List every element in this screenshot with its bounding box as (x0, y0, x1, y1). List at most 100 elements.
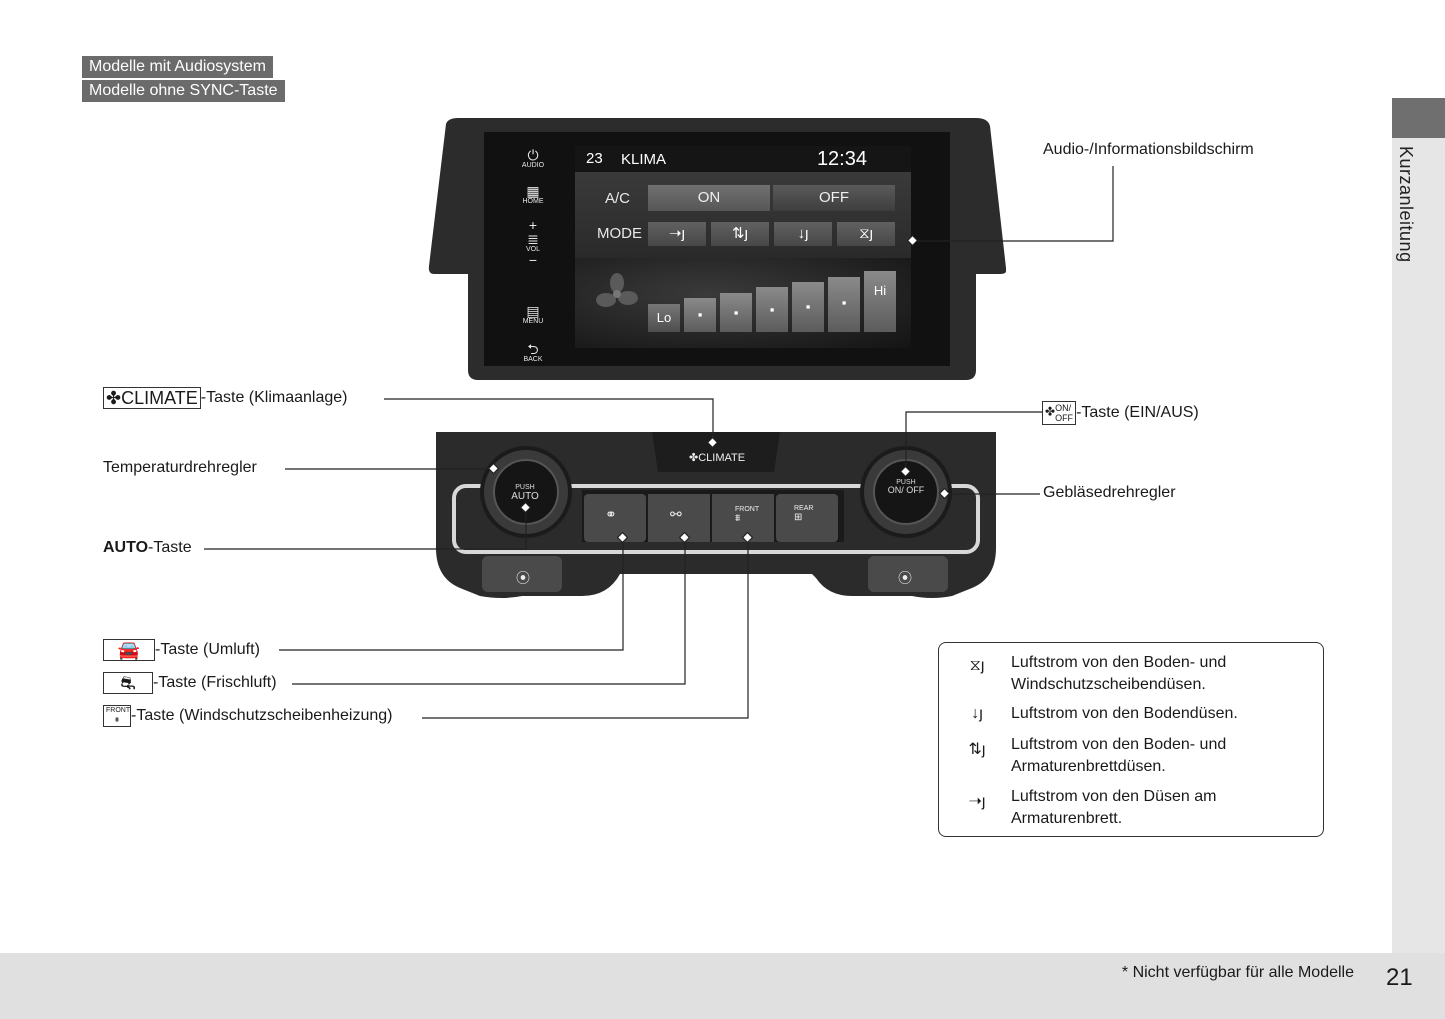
mode-floor-button[interactable]: ↓ȷ (774, 222, 832, 246)
legend-text: Armaturenbrettdüsen. (1011, 758, 1166, 775)
fresh-air-button[interactable]: ⚯ (670, 506, 682, 523)
home-button-label: HOME (522, 198, 544, 205)
back-button[interactable]: ⮌BACK (513, 342, 553, 363)
fan-level-hi[interactable]: Hi (864, 271, 896, 332)
fan-icon: ✤ (689, 452, 699, 464)
menu-button-label: MENU (522, 318, 544, 325)
legend-text: Windschutzscheibendüsen. (1011, 676, 1206, 693)
callout-auto-bold: AUTO (103, 539, 149, 556)
rear-defrost-button[interactable]: REAR⊞ (794, 505, 813, 523)
callout-audio-screen: Audio-/Informationsbildschirm (1043, 141, 1254, 158)
knob-push-label-right: PUSH (896, 479, 916, 486)
mode-floor-windshield-button[interactable]: ⧖ȷ (837, 222, 895, 246)
recirculation-icon: ⚭ (605, 506, 617, 522)
on-off-icon-on: ON/ (1055, 403, 1072, 413)
callout-fresh-air: ⛐-Taste (Frischluft) (103, 672, 277, 694)
volume-control[interactable]: +≣VOL− (513, 218, 553, 267)
mode-floor-dash-button[interactable]: ⇅ȷ (711, 222, 769, 246)
seat-heater-left-button[interactable]: ⦿ (516, 568, 530, 588)
fan-icon: ✤ (1045, 404, 1056, 419)
callout-defrost-text: -Taste (Windschutzscheibenheizung) (131, 707, 393, 725)
fan-level-3[interactable]: ▪ (720, 293, 752, 332)
power-icon: ⏻ (527, 147, 539, 163)
defrost-icon: ⩩ (115, 717, 119, 724)
screen-clock: 12:34 (816, 148, 867, 170)
screen-status-bar: 23 KLIMA 12:34 (575, 146, 911, 172)
callout-temperature-knob: Temperaturdrehregler (103, 459, 257, 476)
back-button-label: BACK (523, 356, 543, 363)
on-off-button-icon: ✤ON/OFF (1042, 401, 1077, 425)
climate-icon-text: CLIMATE (121, 388, 198, 408)
side-tab[interactable] (1392, 98, 1445, 138)
fan-level-lo[interactable]: Lo (648, 304, 680, 332)
fresh-air-icon: ⚯ (670, 506, 682, 522)
fan-level-4[interactable]: ▪ (756, 287, 788, 332)
page-number: 21 (1386, 964, 1413, 991)
callout-fresh-air-text: -Taste (Frischluft) (153, 674, 277, 692)
model-tag-audio: Modelle mit Audiosystem (82, 56, 273, 78)
model-tag-no-sync: Modelle ohne SYNC-Taste (82, 80, 285, 102)
front-defrost-icon: FRONT⩩ (103, 705, 131, 727)
dash-icon: ➝ȷ (968, 793, 986, 810)
on-off-button[interactable]: ON/ OFF (887, 485, 925, 495)
callout-recirculation: 🚘-Taste (Umluft) (103, 639, 260, 661)
callout-defrost: FRONT⩩-Taste (Windschutzscheibenheizung) (103, 705, 392, 727)
menu-button[interactable]: ▤MENU (513, 304, 553, 325)
fan-icon (596, 273, 638, 307)
screen-temp: 23 (586, 150, 603, 167)
audio-button[interactable]: ⏻AUDIO (513, 148, 553, 169)
recirculation-button[interactable]: ⚭ (605, 506, 617, 523)
climate-panel-button[interactable]: ✤CLIMATE (689, 451, 745, 464)
floor-windshield-icon: ⧖ȷ (969, 657, 985, 674)
plus-icon: + (528, 217, 538, 233)
footnote: * Nicht verfügbar für alle Modelle (1121, 964, 1354, 981)
callout-fan-knob: Gebläsedrehregler (1043, 484, 1176, 501)
screen-title: KLIMA (621, 151, 667, 168)
legend-text: Luftstrom von den Bodendüsen. (1011, 705, 1238, 722)
auto-button[interactable]: AUTO (511, 491, 539, 502)
page-footer (0, 953, 1445, 1019)
fan-level-5[interactable]: ▪ (792, 282, 824, 332)
legend-text: Luftstrom von den Boden- und (1011, 654, 1227, 671)
mode-label: MODE (597, 225, 642, 242)
legend-text: Armaturenbrett. (1011, 810, 1123, 827)
fan-level-6[interactable]: ▪ (828, 277, 860, 332)
seat-heater-icon: ⦿ (516, 570, 530, 586)
side-strip (1392, 138, 1445, 953)
front-defrost-button[interactable]: FRONT⩩ (735, 506, 759, 524)
climate-screen: 23 KLIMA 12:34 A/C ON OFF MODE ➝ȷ ⇅ȷ ↓ȷ … (575, 146, 911, 348)
front-defrost-label: FRONT (735, 506, 760, 513)
floor-windshield-icon: ⧖ȷ (859, 225, 873, 242)
callout-climate: ✤CLIMATE-Taste (Klimaanlage) (103, 387, 348, 409)
mode-dash-button[interactable]: ➝ȷ (648, 222, 706, 246)
legend-text: Luftstrom von den Boden- und (1011, 736, 1227, 753)
legend-item: Luftstrom von den Bodendüsen. (1011, 703, 1238, 725)
volume-bar-icon: ≣ (527, 231, 539, 247)
on-off-icon-off: OFF (1055, 413, 1074, 423)
seat-heater-icon: ⦿ (898, 570, 912, 586)
climate-panel-label: CLIMATE (698, 452, 746, 464)
side-tab-label: Kurzanleitung (1396, 146, 1416, 263)
callout-on-off: ✤ON/OFF-Taste (EIN/AUS) (1042, 401, 1199, 425)
rear-defrost-icon: ⊞ (794, 512, 803, 523)
seat-heater-right-button[interactable]: ⦿ (898, 568, 912, 588)
callout-climate-text: -Taste (Klimaanlage) (200, 389, 348, 407)
fan-level-2[interactable]: ▪ (684, 298, 716, 332)
knob-push-label: PUSH (515, 484, 535, 491)
ac-on-button[interactable]: ON (648, 185, 770, 211)
back-arrow-icon: ⮌ (527, 341, 539, 357)
floor-dash-icon: ⇅ȷ (968, 741, 986, 758)
dash-icon: ➝ȷ (669, 225, 685, 242)
minus-icon: − (528, 252, 538, 268)
grid-icon: ▦ (526, 183, 540, 199)
ac-off-button[interactable]: OFF (773, 185, 895, 211)
home-button[interactable]: ▦HOME (513, 184, 553, 205)
menu-icon: ▤ (526, 303, 540, 319)
